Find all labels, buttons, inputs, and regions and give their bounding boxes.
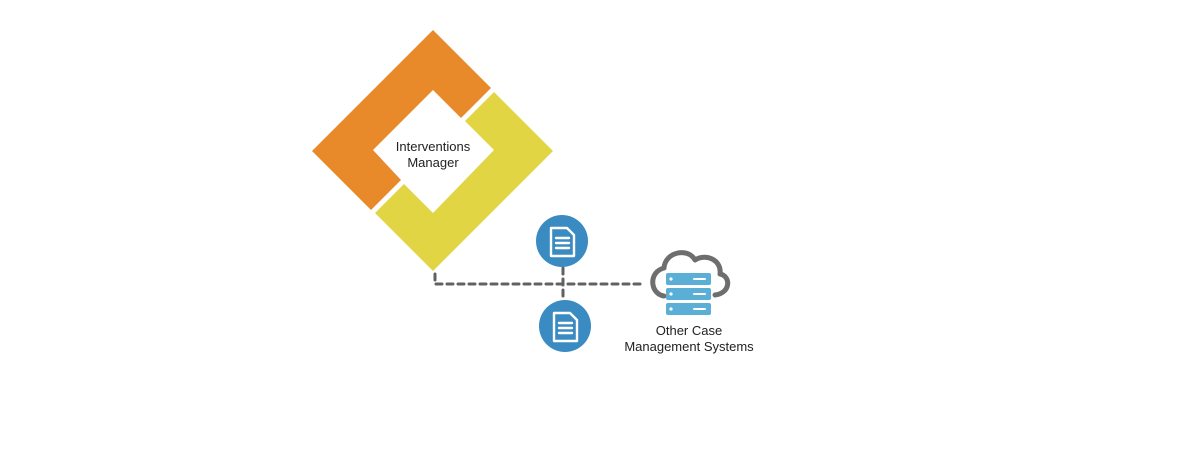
- cloud-server-icon: [650, 250, 731, 315]
- interventions-manager-label-line2: Manager: [407, 155, 459, 170]
- interventions-manager-label: Interventions Manager: [362, 139, 504, 171]
- interventions-manager-logo: [312, 30, 553, 271]
- document-node-circle: [539, 300, 591, 352]
- logo-orange-bracket: [312, 30, 491, 210]
- server-stack: [666, 273, 711, 315]
- document-node-bottom: [539, 300, 591, 352]
- cloud-outline: [650, 250, 731, 299]
- logo-yellow-bracket: [375, 92, 553, 271]
- external-system-label-line2: Management Systems: [624, 339, 754, 354]
- document-icon: [552, 311, 579, 343]
- logo-to-system-connector: [433, 272, 647, 286]
- other-case-management-systems-label: Other Case Management Systems: [600, 323, 778, 355]
- interventions-manager-label-line1: Interventions: [395, 139, 471, 154]
- document-node-top: [536, 215, 588, 267]
- document-node-circle: [536, 215, 588, 267]
- document-icon: [549, 226, 576, 258]
- connector-lines: [433, 266, 647, 302]
- external-system-label-line1: Other Case: [655, 323, 723, 338]
